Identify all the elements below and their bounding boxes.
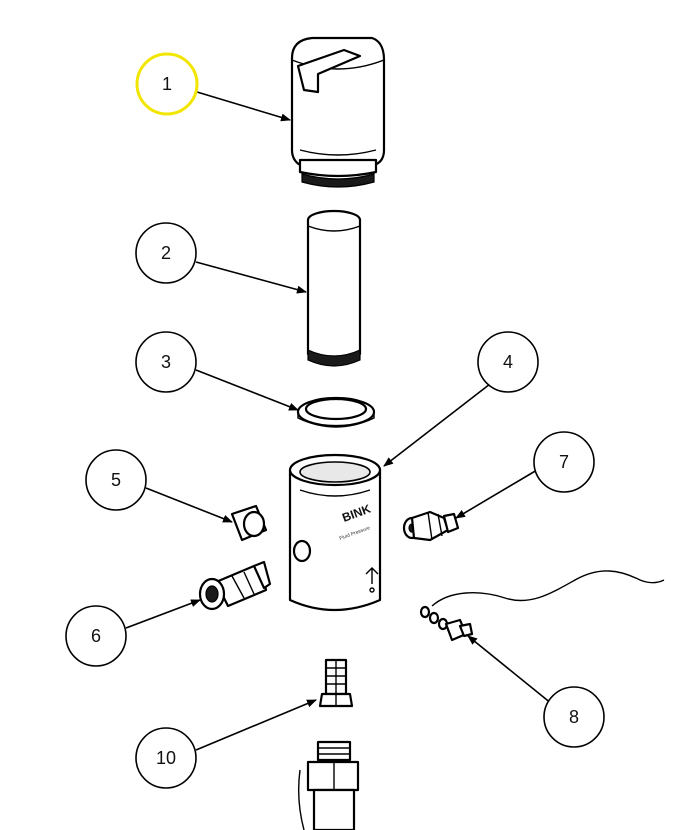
leader-8	[467, 635, 553, 705]
callout-2: 2	[135, 222, 197, 284]
callout-8: 8	[543, 686, 605, 748]
leader-6	[125, 599, 201, 629]
callout-3: 3	[135, 331, 197, 393]
leader-4	[383, 383, 491, 467]
callout-5: 5	[85, 449, 147, 511]
part-6-swivel-fitting	[198, 560, 272, 611]
part-7-fitting	[402, 510, 460, 542]
callout-10: 10	[135, 727, 197, 789]
callout-7: 7	[533, 431, 595, 493]
part-4-filter-body: BINK Fluid Pressure	[288, 453, 382, 612]
part-1-filter-cap	[290, 36, 386, 188]
leader-5	[145, 487, 233, 523]
callout-1: 1	[135, 52, 199, 116]
callout-label: 1	[162, 74, 172, 94]
lower-assembly	[297, 740, 360, 830]
callout-label: 3	[161, 352, 171, 372]
callout-4: 4	[477, 331, 539, 393]
callout-6: 6	[65, 605, 127, 667]
leader-7	[455, 469, 538, 519]
callout-label: 10	[156, 748, 176, 768]
part-10-connector	[318, 658, 354, 708]
callout-label: 6	[91, 626, 101, 646]
leader-1	[196, 91, 291, 122]
callout-label: 8	[569, 707, 579, 727]
leader-10	[195, 699, 317, 751]
leader-2	[195, 261, 307, 294]
callout-label: 7	[559, 452, 569, 472]
callout-label: 5	[111, 470, 121, 490]
part-5-plug	[230, 504, 268, 542]
callout-label: 2	[161, 243, 171, 263]
leader-lines	[125, 91, 553, 751]
part-3-gasket-ring	[296, 396, 376, 428]
part-2-filter-element	[306, 209, 362, 367]
callout-label: 4	[503, 352, 513, 372]
part-8-probe-wire	[419, 570, 665, 642]
leader-3	[195, 369, 299, 411]
